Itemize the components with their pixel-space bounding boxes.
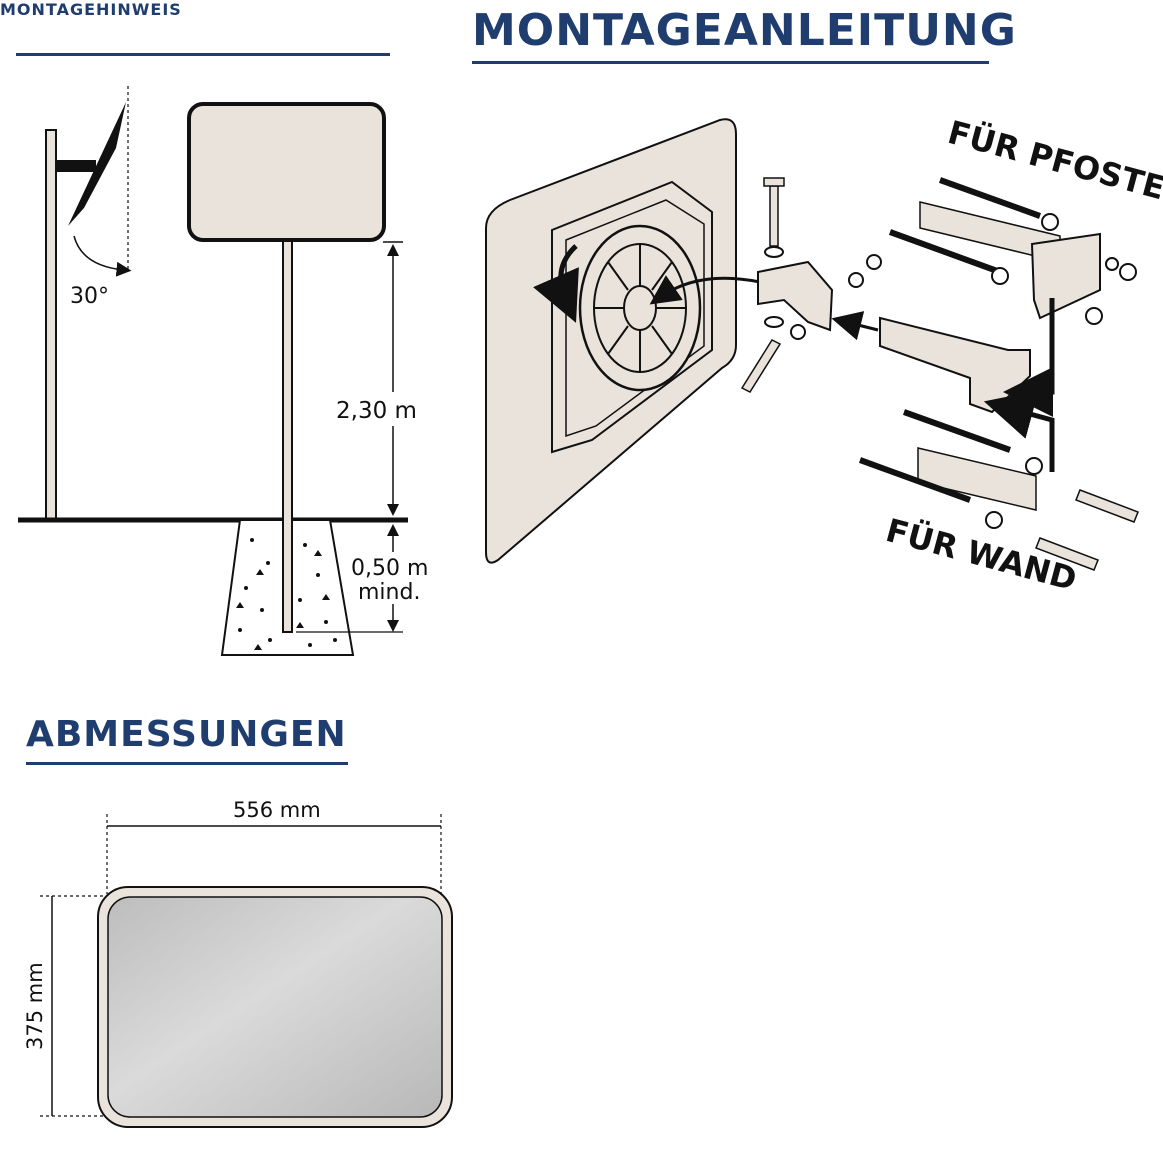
wall-arrow xyxy=(983,390,1055,472)
heading-montagehinweis: MONTAGEHINWEIS xyxy=(0,0,182,19)
side-view-illustration: 30° xyxy=(45,86,132,521)
front-view-illustration: 2,30 m 0,50 m mind. xyxy=(18,102,430,656)
mirror-surface xyxy=(107,896,443,1118)
bolt-bottom xyxy=(740,339,782,393)
concrete-speckles xyxy=(236,538,337,650)
heading-underline xyxy=(472,61,989,64)
height-label: 375 mm xyxy=(23,962,47,1050)
mounting-arm xyxy=(879,316,1031,414)
wall-dowel xyxy=(1075,489,1139,523)
side-mirror xyxy=(68,102,126,226)
width-label: 556 mm xyxy=(233,798,321,822)
wall-fittings xyxy=(858,390,1139,571)
clamp-bracket xyxy=(740,177,882,393)
post-fittings xyxy=(888,177,1137,417)
arm-arrow xyxy=(831,311,879,341)
bolt-top xyxy=(769,185,779,247)
side-post xyxy=(45,129,57,521)
front-post xyxy=(282,239,293,633)
wall-spacer xyxy=(917,447,1037,511)
height-label: 2,30 m xyxy=(336,398,417,424)
post-clamp xyxy=(1030,232,1101,320)
side-bracket xyxy=(56,160,96,172)
insert-arrow xyxy=(649,275,761,305)
depth-note: mind. xyxy=(358,580,420,605)
heading-underline xyxy=(26,762,348,765)
dimensions-illustration: 556 mm 375 mm xyxy=(23,798,453,1128)
front-mirror xyxy=(187,102,386,242)
angle-label: 30° xyxy=(70,284,109,309)
heading-underline xyxy=(16,53,390,56)
wall-dowel xyxy=(1035,537,1099,571)
label-fuer-wand: FÜR WAND xyxy=(882,511,1081,598)
heading-abmessungen: ABMESSUNGEN xyxy=(26,714,347,755)
rotation-arrow xyxy=(533,244,579,323)
assembly-illustration: FÜR PFOSTEN FÜR WAND xyxy=(485,113,1163,598)
heading-montageanleitung: MONTAGEANLEITUNG xyxy=(472,5,1017,56)
angle-arrow xyxy=(73,235,132,277)
depth-label: 0,50 m xyxy=(351,556,428,581)
label-fuer-pfosten: FÜR PFOSTEN xyxy=(944,113,1163,214)
